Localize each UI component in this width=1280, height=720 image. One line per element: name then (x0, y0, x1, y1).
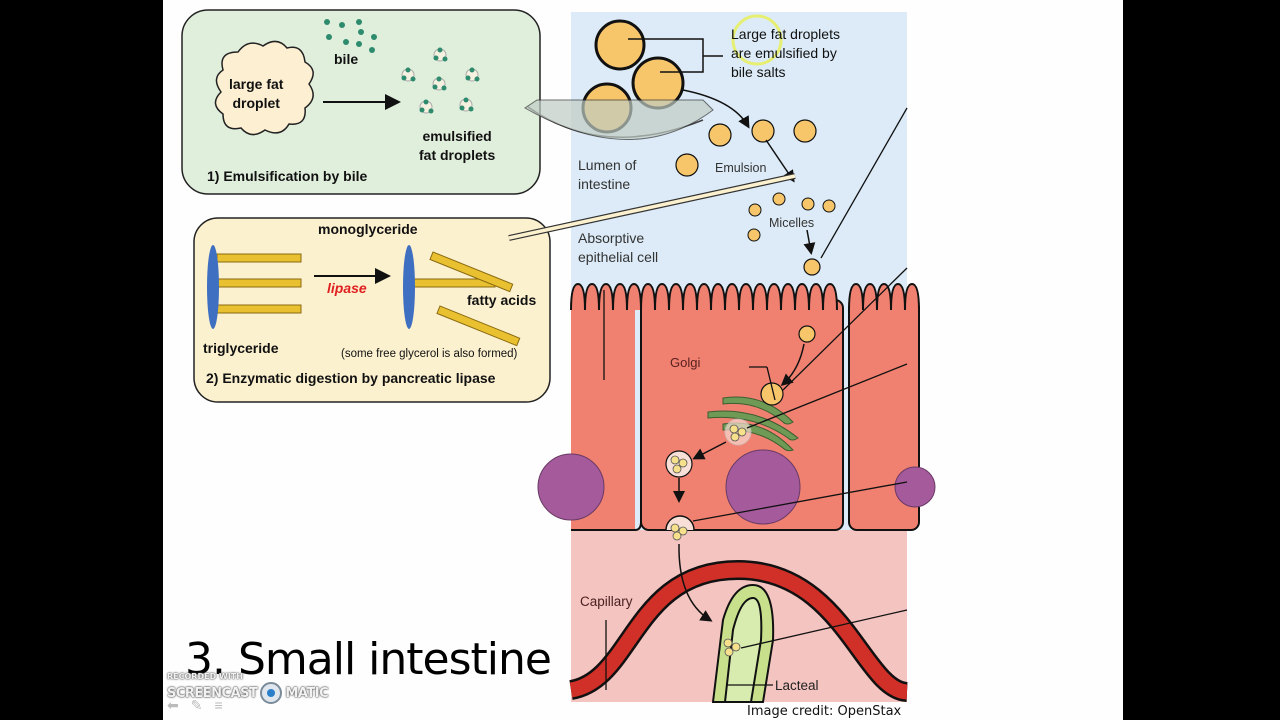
screencast-logo-icon (260, 682, 283, 704)
lacteal-label: Lacteal (775, 678, 819, 693)
menu-icon[interactable]: ≡ (214, 697, 223, 713)
watermark-brand-left: SCREENCAST (167, 685, 258, 701)
triglyceride-icon (207, 245, 302, 329)
emulsified-label: emulsified fat droplets (419, 127, 495, 165)
lipase-label: lipase (327, 280, 367, 296)
lumen-label-line2: intestine (578, 176, 631, 192)
diagram (181, 9, 936, 703)
fatty-acids-label: fatty acids (467, 292, 537, 308)
panel1-caption: 1) Emulsification by bile (207, 168, 368, 184)
intestine-illustration (508, 12, 936, 703)
large-fat-droplet-icon (214, 40, 314, 136)
callout-line1: Large fat droplets (731, 26, 840, 42)
pencil-icon[interactable]: ✎ (190, 697, 203, 713)
slide-title: 3. Small intestine (185, 634, 552, 685)
bile-salts-callout: Large fat droplets are emulsified by bil… (731, 25, 840, 82)
cell-label-line2: epithelial cell (578, 249, 659, 265)
micelles-label: Micelles (769, 216, 815, 230)
watermark-brand: SCREENCAST MATIC (167, 682, 329, 704)
image-credit: Image credit: OpenStax (747, 704, 902, 719)
epithelial-cell-label: Absorptive epithelial cell (578, 229, 658, 267)
glycerol-note: (some free glycerol is also formed) (341, 348, 518, 360)
lumen-label: Lumen of intestine (578, 156, 636, 194)
emulsion-droplets-icon (675, 119, 817, 177)
watermark-brand-right: MATIC (285, 685, 329, 701)
droplet-label-line1: large fat (229, 76, 284, 92)
bile-dots (324, 19, 377, 53)
emulsified-droplets-icon (401, 47, 480, 114)
microvilli (570, 282, 920, 311)
golgi-label: Golgi (670, 355, 701, 370)
triglyceride-label: triglyceride (203, 340, 279, 356)
recorder-watermark: RECORDED WITH SCREENCAST MATIC (167, 672, 329, 704)
chylomicron-vesicle-icon (665, 450, 693, 478)
back-arrow-icon[interactable]: ⬅ (167, 697, 179, 713)
callout-line2: are emulsified by (731, 45, 837, 61)
droplet-label: large fat droplet (229, 75, 283, 113)
droplet-label-line2: droplet (232, 95, 280, 111)
panel2-caption: 2) Enzymatic digestion by pancreatic lip… (206, 370, 496, 386)
callout-line3: bile salts (731, 64, 786, 80)
bile-label: bile (334, 51, 359, 67)
monoglyceride-label: monoglyceride (318, 221, 418, 237)
emulsified-label-line2: fat droplets (419, 147, 496, 163)
lumen-label-line1: Lumen of (578, 157, 637, 173)
lacteal (711, 583, 775, 703)
emulsified-label-line1: emulsified (422, 128, 492, 144)
fatty-acids-icon (429, 251, 521, 347)
recorder-controls: ⬅ ✎ ≡ (167, 697, 223, 714)
emulsion-label: Emulsion (715, 161, 767, 175)
cell-label-line1: Absorptive (578, 230, 645, 246)
capillary-label: Capillary (580, 594, 633, 609)
watermark-recorded-with: RECORDED WITH (167, 672, 243, 681)
chylomicron-icon (724, 418, 752, 446)
nucleus (537, 453, 605, 521)
micelles-icon (747, 192, 836, 242)
nucleus (894, 466, 936, 508)
slide: large fat droplet bile emulsified fat dr… (163, 0, 1123, 720)
